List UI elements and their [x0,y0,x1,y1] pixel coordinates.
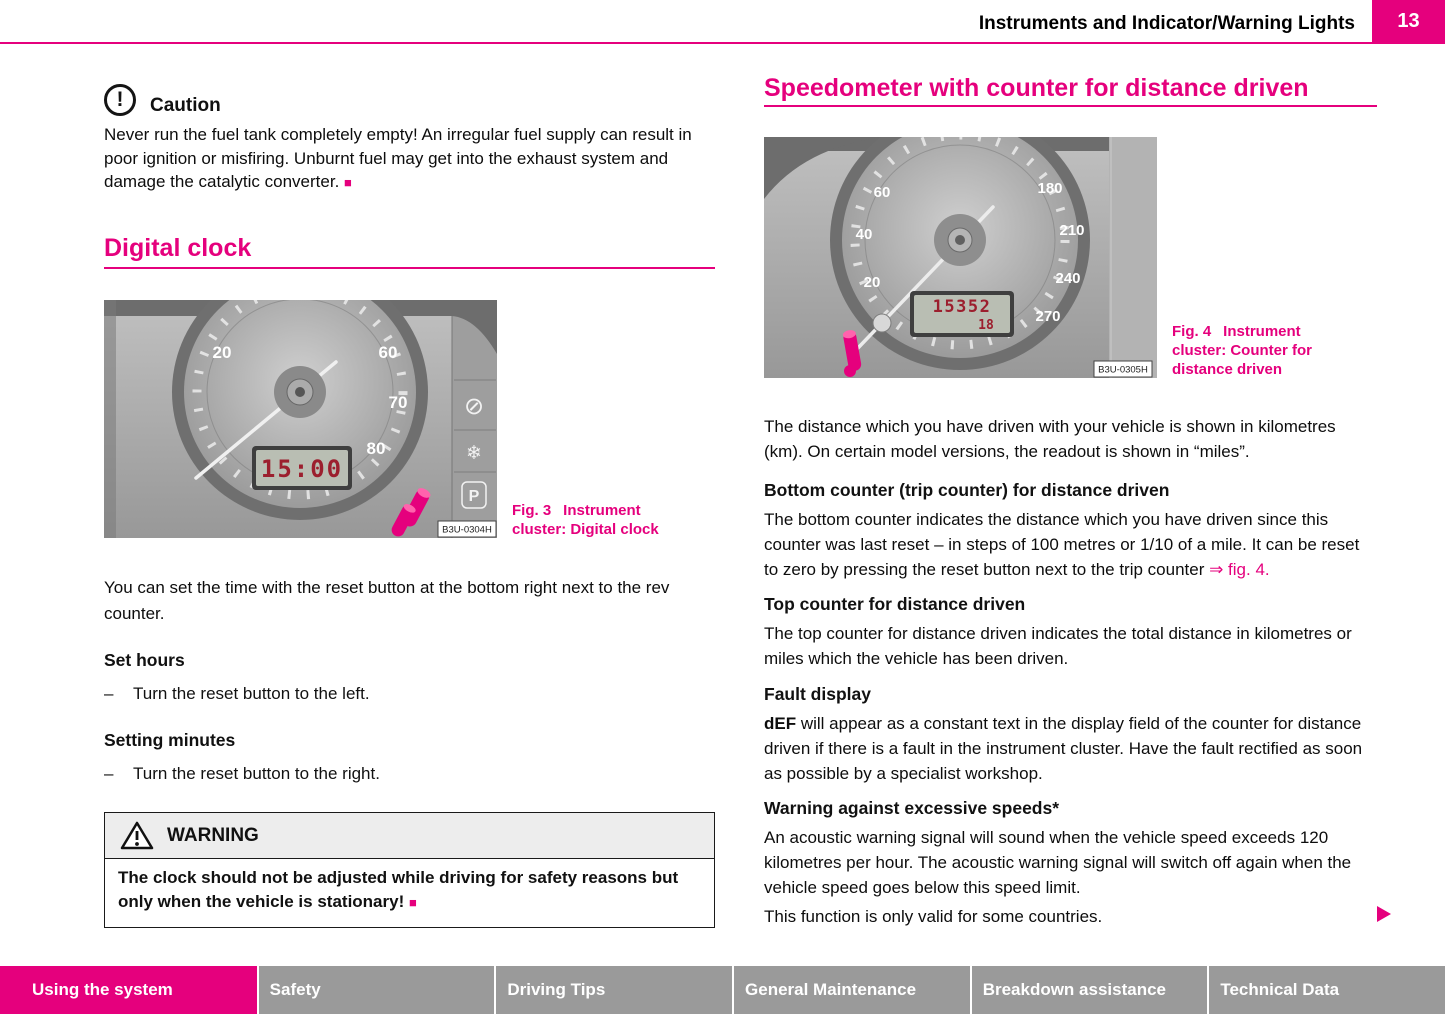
end-marker-icon: ■ [408,895,417,910]
warning-triangle-icon [120,821,154,849]
end-marker-icon: ■ [344,175,352,190]
warning-text: The clock should not be adjusted while d… [105,859,714,927]
excessive-speeds-heading: Warning against excessive speeds* [764,798,1060,818]
dial-number: 60 [874,184,891,201]
dial-number: 20 [864,274,881,291]
indicator-symbol-strip: ⊘ ❄ P [451,316,497,538]
countries-note: This function is only valid for some cou… [764,907,1103,926]
excessive-speeds-paragraph: An acoustic warning signal will sound wh… [764,828,1352,897]
figure-4-image: 20 40 60 180 210 240 270 15352 18 [764,110,1157,378]
caution-text-body: Never run the fuel tank completely empty… [104,125,692,191]
odometer-total-readout: 15352 [933,297,992,317]
fig4-cross-reference-link[interactable]: ⇒ fig. 4. [1209,560,1270,579]
dial-number: 210 [1059,222,1084,239]
page-number-badge: 13 [1372,0,1445,42]
clock-time-readout: 15:00 [261,455,343,483]
tab-general-maintenance[interactable]: General Maintenance [734,966,970,1014]
top-counter-paragraph: The top counter for distance driven indi… [764,624,1352,668]
setting-minutes-heading: Setting minutes [104,730,236,750]
lamp-off-icon: ⊘ [464,393,484,420]
warning-title: WARNING [167,824,259,846]
dash-bullet: – [104,684,114,703]
frost-warning-icon: ❄ [466,443,482,464]
distance-intro-paragraph: The distance which you have driven with … [764,417,1336,461]
dial-number: 40 [856,226,873,243]
reset-button [391,488,431,537]
parking-brake-icon: P [469,488,480,505]
dial-number: 240 [1055,270,1080,287]
figure-4-label: Fig. 4 [1172,323,1212,340]
dial-ticks [192,284,408,500]
warning-box-header: WARNING [105,813,714,859]
figure-4-caption-text: Instrument cluster: Counter for distance… [1172,323,1313,378]
display-select-knob [872,313,892,333]
caution-exclamation-icon: ! [104,84,136,116]
setting-minutes-step-text: Turn the reset button to the right. [133,764,380,783]
instrument-cluster-odometer-illustration: 20 40 60 180 210 240 270 15352 18 [764,110,1157,378]
speedometer-rule [764,105,1377,107]
reset-button [842,330,862,377]
fault-code-text: dEF [764,714,797,733]
tab-driving-tips[interactable]: Driving Tips [496,966,733,1014]
figure-3-image: 20 60 70 80 15:00 ⊘ ❄ [104,264,497,538]
fault-display-heading: Fault display [764,684,871,704]
set-hours-step: – Turn the reset button to the left. [104,682,715,706]
warning-box: WARNING The clock should not be adjusted… [104,812,715,928]
bottom-counter-paragraph: The bottom counter indicates the distanc… [764,507,1377,582]
dial-number: 270 [1035,308,1060,325]
warning-text-body: The clock should not be adjusted while d… [118,868,679,911]
set-time-paragraph: You can set the time with the reset butt… [104,578,670,623]
page-continues-arrow-icon [1377,906,1391,922]
tab-technical-data[interactable]: Technical Data [1209,966,1445,1014]
dial-number: 60 [379,343,398,362]
image-code-label: B3U-0304H [437,520,497,538]
bottom-counter-text: The bottom counter indicates the distanc… [764,510,1360,579]
dial-number: 20 [213,343,232,362]
digital-clock-display: 15:00 [252,446,352,490]
instrument-cluster-clock-illustration: 20 60 70 80 15:00 ⊘ ❄ [104,264,497,538]
set-hours-heading: Set hours [104,650,185,670]
dial-number: 70 [389,393,408,412]
trip-counter-readout: 18 [978,318,994,333]
caution-text: Never run the fuel tank completely empty… [104,123,710,195]
footer-nav: Using the system Safety Driving Tips Gen… [0,966,1445,1014]
tab-using-the-system[interactable]: Using the system [0,966,257,1014]
digital-clock-heading: Digital clock [104,234,252,262]
set-hours-step-text: Turn the reset button to the left. [133,684,370,703]
dash-bullet: – [104,764,114,783]
header-rule [0,42,1445,44]
caution-heading: Caution [150,95,221,116]
tab-breakdown-assistance[interactable]: Breakdown assistance [971,966,1208,1014]
svg-text:B3U-0305H: B3U-0305H [1098,365,1148,376]
svg-text:B3U-0304H: B3U-0304H [442,525,492,536]
setting-minutes-step: – Turn the reset button to the right. [104,762,715,786]
speedometer-heading: Speedometer with counter for distance dr… [764,74,1309,102]
page-title: Instruments and Indicator/Warning Lights [978,13,1355,34]
fault-display-paragraph: dEF will appear as a constant text in th… [764,711,1377,786]
image-code-label: B3U-0305H [1093,360,1153,378]
dial-number: 180 [1037,180,1062,197]
tab-safety[interactable]: Safety [258,966,495,1014]
fault-display-text: will appear as a constant text in the di… [764,714,1363,783]
bottom-counter-heading: Bottom counter (trip counter) for distan… [764,480,1170,500]
top-counter-heading: Top counter for distance driven [764,594,1026,614]
digital-clock-rule [104,267,715,269]
figure-3-caption-text: Instrument cluster: Digital clock [512,502,659,538]
figure-3-label: Fig. 3 [512,502,552,519]
dial-number: 80 [367,439,386,458]
odometer-display: 15352 18 [910,291,1014,337]
